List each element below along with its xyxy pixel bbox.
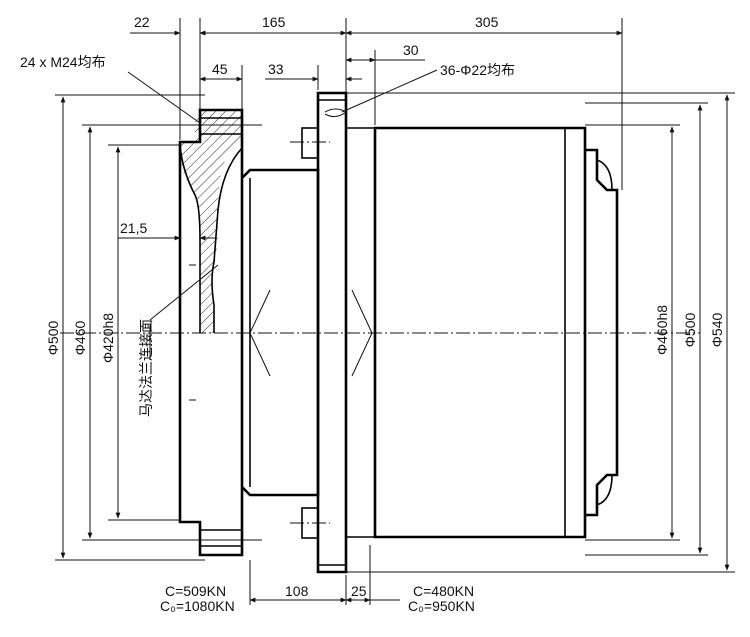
phi460h8-label: Φ460h8	[654, 305, 670, 355]
left-bolts-leader	[127, 71, 201, 124]
dim-108-label: 108	[285, 583, 309, 599]
main-drum	[373, 126, 619, 539]
phi500-left-label: Φ500	[45, 321, 61, 356]
right-flange	[301, 91, 375, 574]
lower-bolt	[301, 507, 319, 539]
phi460-left-label: Φ460	[72, 321, 88, 356]
phi500-right-label: Φ500	[682, 313, 698, 348]
dim-45-label: 45	[212, 61, 228, 77]
dim-165-label: 165	[262, 14, 286, 30]
right-flange-outline	[316, 91, 348, 574]
left-flange-rib-curve	[211, 147, 243, 333]
left-load-c0: C₀=1080KN	[160, 598, 235, 614]
dim-22-label: 22	[134, 14, 150, 30]
ring-hole-detail	[324, 108, 347, 118]
end-cap-curve-bottom	[596, 474, 613, 506]
motor-flange-leader	[149, 264, 219, 321]
dim-25-label: 25	[351, 583, 367, 599]
dim-33-label: 33	[268, 61, 284, 77]
phi420h8-label: Φ420h8	[100, 313, 116, 363]
dimension-lines-top	[118, 30, 623, 241]
left-flange-outline	[178, 108, 244, 557]
drum-outline	[373, 126, 587, 539]
dim-21-5-label: 21,5	[120, 220, 147, 236]
center-lines	[60, 141, 700, 524]
right-holes-callout: 36-Φ22均布	[440, 62, 515, 78]
right-load-c0: C₀=950KN	[408, 598, 475, 614]
extension-lines-top	[179, 18, 623, 190]
left-load-c: C=509KN	[165, 583, 226, 599]
motor-flange-callout: 马达法兰连接面	[138, 319, 154, 417]
flange-hatch-section	[180, 110, 242, 333]
hub-outline	[241, 168, 320, 497]
bottom-dims	[249, 545, 400, 605]
labels: 22 165 305 45 33 30 24 x M24均布 36-Φ22均布 …	[20, 14, 725, 614]
hub-chevron-left	[249, 289, 271, 377]
phi540-label: Φ540	[709, 313, 725, 348]
left-flange-inner-curve	[179, 144, 201, 333]
callout-leaders	[127, 69, 438, 360]
right-holes-leader	[341, 69, 438, 113]
dim-30-label: 30	[403, 42, 419, 58]
drum-end-cap	[585, 148, 619, 517]
left-diameter-dims	[55, 94, 262, 561]
left-flange	[178, 108, 244, 557]
ring-chevron-right	[351, 289, 373, 377]
left-bolts-callout: 24 x M24均布	[20, 54, 106, 70]
upper-bolt	[301, 127, 319, 159]
dim-305-label: 305	[475, 14, 499, 30]
right-load-c: C=480KN	[413, 583, 474, 599]
right-diameter-dims	[318, 92, 735, 573]
hub-section	[241, 168, 320, 497]
end-cap-curve-top	[596, 159, 613, 191]
